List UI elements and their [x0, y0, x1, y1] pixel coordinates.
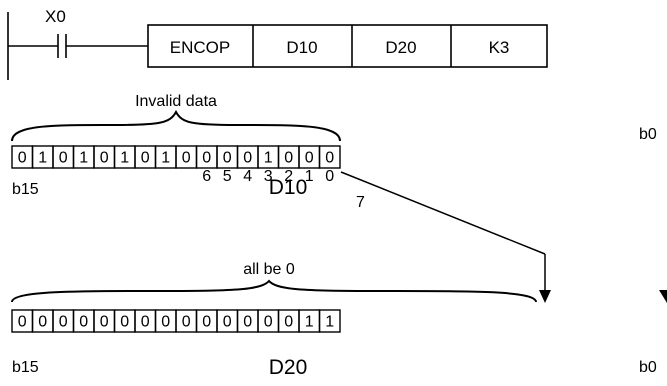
d10-bit-number: 1: [305, 168, 314, 185]
d20-bit-value: 0: [284, 314, 293, 331]
all-zero-label: all be 0: [243, 261, 295, 278]
invalid-data-brace: [11, 109, 341, 142]
d10-bit-value: 0: [141, 150, 150, 167]
d10-bit-value: 0: [202, 150, 211, 167]
d10-bit-number: 2: [284, 168, 293, 185]
d20-bit-value: 0: [182, 314, 191, 331]
d10-bit-value: 1: [79, 150, 88, 167]
instruction-box: ENCOP D10 D20 K3: [147, 24, 548, 68]
d20-bit-value: 0: [264, 314, 273, 331]
d10-bit-number: 4: [243, 168, 252, 185]
d20-bit-value: 0: [120, 314, 129, 331]
d20-bit-cell: [318, 309, 341, 333]
instruction-box-frame: [147, 24, 548, 68]
d10-bit-value: 0: [223, 150, 232, 167]
decode-arrow: [340, 171, 551, 303]
contact-label: X0: [45, 7, 66, 26]
ladder-rung: [7, 12, 148, 80]
d10-bit-value: 1: [161, 150, 170, 167]
d10-bit-value: 0: [59, 150, 68, 167]
d10-bit-value: 1: [264, 150, 273, 167]
operand-source: D10: [286, 38, 317, 57]
d10-bit-number: 3: [264, 168, 273, 185]
d10-bit-value: 0: [305, 150, 314, 167]
d20-bit-value: 1: [325, 314, 334, 331]
d10-bit-value: 0: [18, 150, 27, 167]
d10-lsb-label: b0: [639, 126, 657, 143]
d20-msb-label: b15: [12, 359, 39, 376]
d20-lsb-label: b0: [639, 359, 657, 376]
instruction-mnemonic: ENCOP: [170, 38, 230, 57]
d10-bit-number: 6: [202, 168, 211, 185]
d10-bit-number: 0: [325, 168, 334, 185]
d20-bit-value: 0: [202, 314, 211, 331]
d10-register-name: D10: [269, 176, 308, 199]
d10-bit-value: 1: [38, 150, 47, 167]
d20-bit-value: 0: [79, 314, 88, 331]
d20-bit-value: 0: [38, 314, 47, 331]
d10-msb-label: b15: [12, 181, 39, 198]
d10-bit-cell: [318, 145, 341, 169]
d10-bit-value: 0: [182, 150, 191, 167]
d20-register-name: D20: [269, 356, 308, 379]
d20-bit-value: 1: [305, 314, 314, 331]
d20-bit-value: 0: [141, 314, 150, 331]
d10-bit-value: 0: [100, 150, 109, 167]
d10-bit-value: 0: [325, 150, 334, 167]
operand-constant: K3: [489, 38, 510, 57]
d20-bit-value: 0: [100, 314, 109, 331]
d20-bit-value: 0: [243, 314, 252, 331]
d10-bit-value: 1: [120, 150, 129, 167]
invalid-data-label: Invalid data: [135, 93, 217, 110]
operand-destination: D20: [385, 38, 416, 57]
d20-bit-value: 0: [223, 314, 232, 331]
d10-bit-number: 5: [223, 168, 232, 185]
d10-bit-number-7: 7: [356, 194, 365, 211]
d10-bit-value: 0: [243, 150, 252, 167]
d20-bit-value: 0: [59, 314, 68, 331]
right-edge-arrowhead: [659, 290, 667, 303]
d20-bit-value: 0: [18, 314, 27, 331]
d10-bit-value: 0: [284, 150, 293, 167]
d20-bit-value: 0: [161, 314, 170, 331]
all-zero-brace: [11, 279, 537, 303]
